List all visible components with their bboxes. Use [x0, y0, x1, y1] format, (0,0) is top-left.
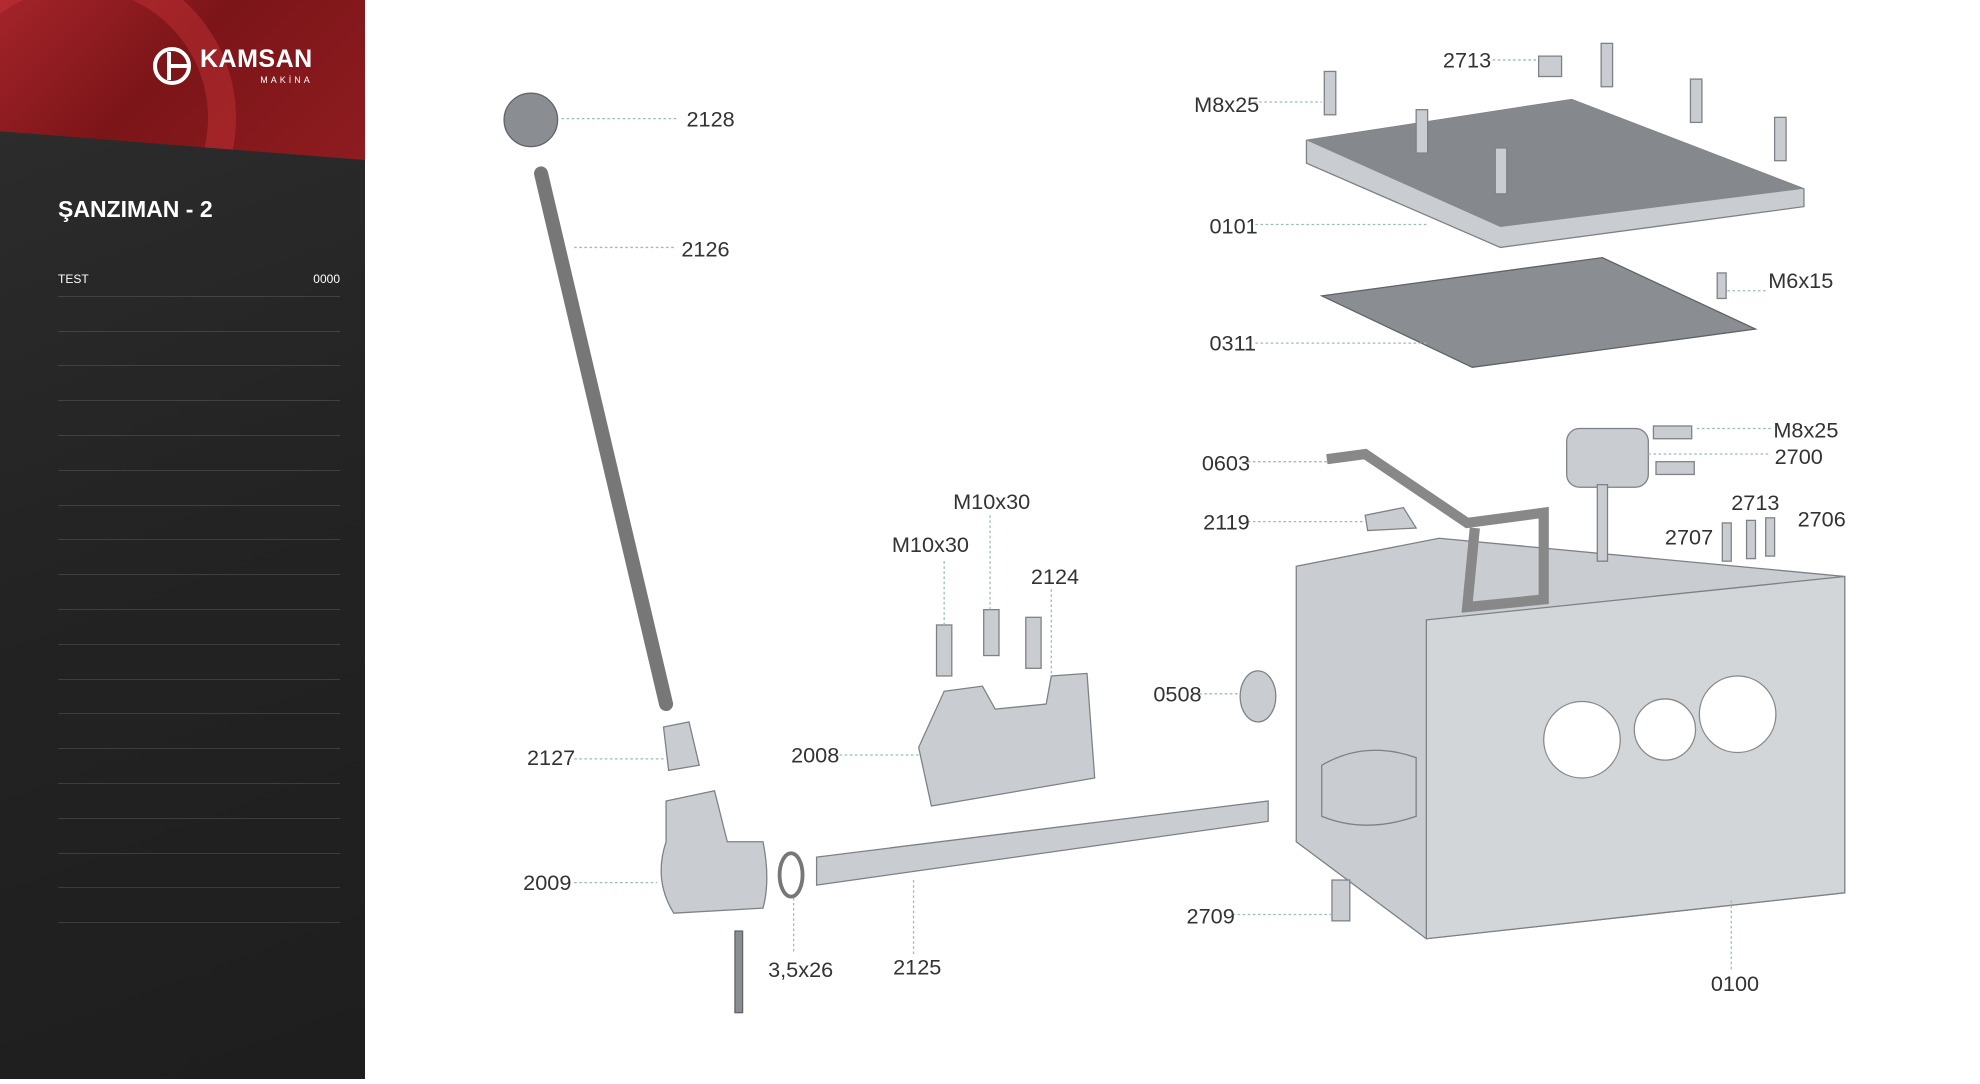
bolt-m10x30-a[interactable]	[935, 624, 953, 677]
parts-list-row[interactable]	[58, 714, 340, 750]
callout-2128[interactable]: 2128	[686, 106, 734, 131]
callout-m8x25-top[interactable]: M8x25	[1194, 92, 1259, 117]
callout-m10x30-a[interactable]: M10x30	[892, 532, 969, 557]
callout-2700[interactable]: 2700	[1775, 444, 1823, 469]
parts-list-row[interactable]	[58, 854, 340, 889]
diagram-canvas: 2128 2126 2127 2009 3,5x26 2125 2008 M10…	[503, 42, 1846, 1014]
parts-list-row[interactable]	[58, 645, 340, 680]
housing-front	[1425, 575, 1846, 940]
parts-list-row[interactable]	[58, 749, 340, 784]
shift-rail-0603[interactable]	[1326, 448, 1549, 613]
callout-0508[interactable]: 0508	[1153, 681, 1201, 706]
callout-2008[interactable]: 2008	[791, 743, 839, 768]
leader-lines	[561, 59, 1771, 970]
parts-list-row[interactable]	[58, 332, 340, 367]
callout-2119[interactable]: 2119	[1203, 509, 1250, 534]
shaft-2125[interactable]	[815, 800, 1269, 886]
fork-2008[interactable]	[917, 672, 1096, 807]
parts-list: TEST 0000	[58, 262, 340, 924]
lever-rod-2126[interactable]	[534, 166, 674, 712]
parts-list-row[interactable]	[58, 471, 340, 506]
cover-plate-top	[1306, 99, 1804, 228]
part-2127[interactable]	[662, 721, 701, 772]
callout-2706[interactable]: 2706	[1798, 507, 1846, 532]
kamsan-logo-icon	[153, 47, 191, 85]
brand-name: KAMSAN	[200, 45, 313, 73]
callout-0100[interactable]: 0100	[1711, 971, 1759, 996]
seal-0508[interactable]	[1239, 670, 1277, 723]
callout-2713-top[interactable]: 2713	[1443, 48, 1491, 73]
parts-list-row[interactable]	[58, 366, 340, 402]
parts-list-row[interactable]	[58, 297, 340, 332]
pin[interactable]	[734, 930, 744, 1014]
parts-list-row[interactable]: TEST 0000	[58, 262, 340, 297]
part-name: TEST	[58, 271, 89, 286]
callout-2709[interactable]: 2709	[1187, 903, 1235, 928]
parts-list-row[interactable]	[58, 575, 340, 610]
page-title: ŞANZIMAN - 2	[58, 196, 213, 222]
parts-list-row[interactable]	[58, 506, 340, 541]
bolt-m10x30-b[interactable]	[983, 609, 1000, 657]
callout-2126[interactable]: 2126	[681, 236, 729, 261]
detent-2700[interactable]	[1566, 427, 1649, 488]
callout-2713-side[interactable]: 2713	[1731, 490, 1779, 515]
sidebar-banner	[0, 0, 365, 160]
callout-0603[interactable]: 0603	[1202, 451, 1250, 476]
cover-bolts[interactable]	[1323, 42, 1787, 300]
callout-2124[interactable]: 2124	[1031, 564, 1079, 589]
parts-list-row[interactable]	[58, 401, 340, 436]
parts-list-row[interactable]	[58, 888, 340, 924]
brand-sub: MAKİNA	[260, 75, 313, 85]
parts-list-row[interactable]	[58, 540, 340, 576]
callout-m6x15[interactable]: M6x15	[1768, 268, 1833, 293]
callout-0311[interactable]: 0311	[1209, 331, 1256, 356]
callout-2125[interactable]: 2125	[893, 954, 941, 979]
callout-3-5x26[interactable]: 3,5x26	[768, 957, 833, 982]
parts-list-row[interactable]	[58, 819, 340, 854]
gasket-0311[interactable]	[1319, 256, 1758, 368]
exploded-parts-diagram: 2128 2126 2127 2009 3,5x26 2125 2008 M10…	[365, 0, 1980, 1079]
knob-2128[interactable]	[503, 92, 559, 148]
housing-boss	[1321, 749, 1417, 826]
sidebar: KAMSAN MAKİNA ŞANZIMAN - 2 TEST 0000	[0, 0, 365, 1079]
callout-0101[interactable]: 0101	[1209, 213, 1257, 238]
parts-list-row[interactable]	[58, 680, 340, 715]
oring-3-5x26[interactable]	[777, 851, 805, 899]
part-2009[interactable]	[660, 790, 768, 914]
parts-list-row[interactable]	[58, 436, 340, 471]
callout-m8x25-side[interactable]: M8x25	[1773, 417, 1838, 442]
pins-2707-2713-2706[interactable]	[1721, 517, 1776, 562]
parts-list-row[interactable]	[58, 610, 340, 645]
part-2119[interactable]	[1364, 506, 1418, 532]
part-code: 0000	[313, 271, 340, 286]
bolt-2124[interactable]	[1025, 616, 1042, 669]
callout-2009[interactable]: 2009	[523, 870, 571, 895]
plug-2709[interactable]	[1331, 879, 1351, 922]
parts-list-row[interactable]	[58, 784, 340, 819]
callout-m10x30-b[interactable]: M10x30	[953, 489, 1030, 514]
callout-2127[interactable]: 2127	[527, 745, 575, 770]
bolt-m8x25-side[interactable]	[1652, 425, 1693, 440]
callout-2707[interactable]: 2707	[1665, 525, 1713, 550]
kamsan-logo[interactable]: KAMSAN MAKİNA	[152, 46, 313, 86]
